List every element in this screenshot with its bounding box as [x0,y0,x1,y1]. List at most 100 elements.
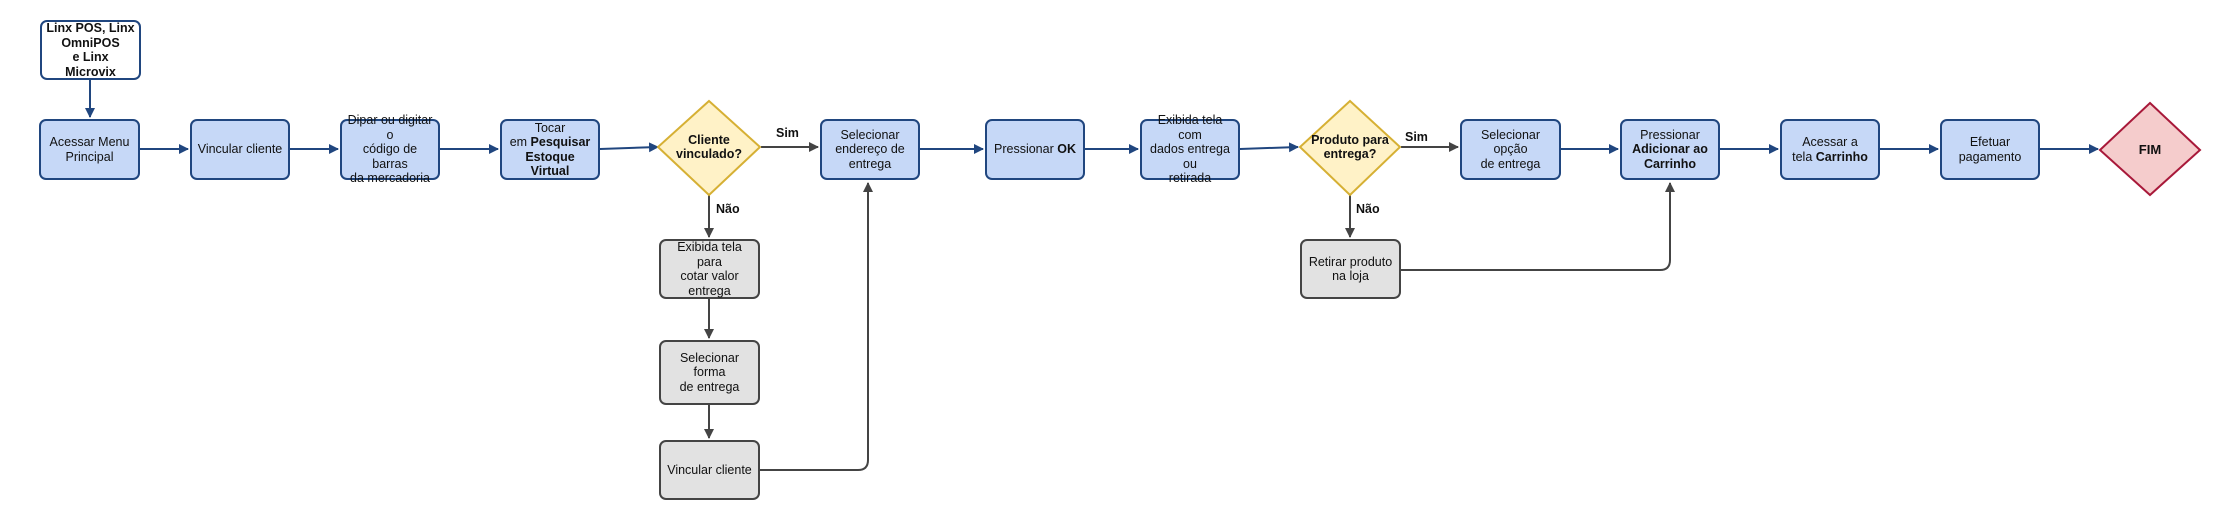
node-label-text: Principal [65,149,114,164]
node-label-line: Efetuar [1959,135,2022,150]
node-label-line: Principal [50,150,130,165]
node-label-line: Carrinho [1632,157,1708,172]
node-label-text: Retirar produto [1308,254,1393,269]
node-label-text: Vincular cliente [667,462,752,477]
node-label-line: entrega? [1311,147,1389,162]
node-label-line: FIM [2139,142,2161,158]
node-label: FIM [2139,142,2161,158]
node-label-text: de entrega [1480,156,1541,171]
node-label-line: Selecionar [835,128,905,143]
node-label-text: Carrinho [1643,156,1697,171]
node-label-text: dados entrega ou [1150,142,1230,171]
node-label-text: pagamento [1958,149,2022,164]
node-label-text: Adicionar ao [1632,142,1708,157]
node-label-line: Selecionar opção [1466,128,1555,157]
node-label-text: entrega? [1323,147,1377,161]
node-label-line: Pressionar OK [994,142,1076,157]
node-label-text: OK [1057,142,1076,157]
label-d1-nao: Não [716,202,740,216]
node-label-line: Estoque Virtual [506,150,594,179]
node-label-line: entrega [835,157,905,172]
node-label-text: na loja [1332,269,1369,283]
decision-cliente-vinculado-shape [656,99,762,197]
node-label-line: de entrega [1466,157,1555,172]
label-d2-nao: Não [1356,202,1380,216]
node-label-text: da mercadoria [350,171,430,186]
node-label-line: de entrega [665,380,754,395]
end-node[interactable]: FIM [2115,135,2185,165]
node-label-text: entrega [688,283,731,298]
node-label-text: Produto para [1311,132,1389,147]
node-label-line: da mercadoria [346,171,434,186]
node-label-text: de entrega [679,379,740,394]
node-label-line: Linx POS, Linx [46,21,135,36]
step-vincular-cliente-alt[interactable]: Vincular cliente [659,440,760,500]
node-label-text: Dipar ou digitar o [347,113,433,142]
edge-n4-d1 [599,142,659,153]
edge-g3-n5 [760,182,873,471]
node-label-text: Tocar [534,120,566,135]
step-pressionar-ok[interactable]: Pressionar OK [985,119,1085,180]
node-label-text: entrega [848,156,892,171]
node-label-line: dados entrega ou [1146,142,1234,171]
node-label-line: Selecionar forma [665,351,754,380]
node-label-line: tela Carrinho [1792,150,1868,165]
node-label-line: Acessar Menu [50,135,130,150]
node-label-text: retirada [1168,171,1212,186]
node-label-line: Exibida tela com [1146,113,1234,142]
node-label-line: vinculado? [676,147,742,162]
step-vincular-cliente[interactable]: Vincular cliente [190,119,290,180]
label-d2-sim: Sim [1405,130,1428,144]
node-label-text: Exibida tela com [1157,113,1223,142]
node-label-line: Adicionar ao [1632,142,1708,157]
node-label-line: Cliente [676,133,742,148]
node-label-line: cotar valor [665,269,754,284]
node-label-line: na loja [1309,269,1392,284]
decision-produto-entrega-shape [1298,99,1402,197]
node-label-text: Pressionar [994,142,1058,157]
node-label-text: vinculado? [676,147,742,161]
node-label-line: Dipar ou digitar o [346,113,434,142]
node-label-text: Pressionar [1640,127,1700,142]
node-label-text: Pesquisar [530,135,591,149]
node-label: Pressionar OK [994,142,1076,157]
node-label-text: e Linx Microvix [65,50,116,79]
node-label-text: Acessar Menu [49,135,130,149]
node-label-text: Carrinho [1815,149,1868,164]
node-label-text: Cliente [688,132,730,147]
node-label-line: endereço de [835,142,905,157]
edge-g4-n9 [1401,182,1675,271]
node-label-text: Exibida tela para [677,240,742,269]
node-label-line: e Linx Microvix [46,50,135,79]
node-label-line: Retirar produto [1309,255,1392,270]
node-label-line: pagamento [1959,150,2022,165]
node-label-text: Efetuar [1969,135,2011,149]
